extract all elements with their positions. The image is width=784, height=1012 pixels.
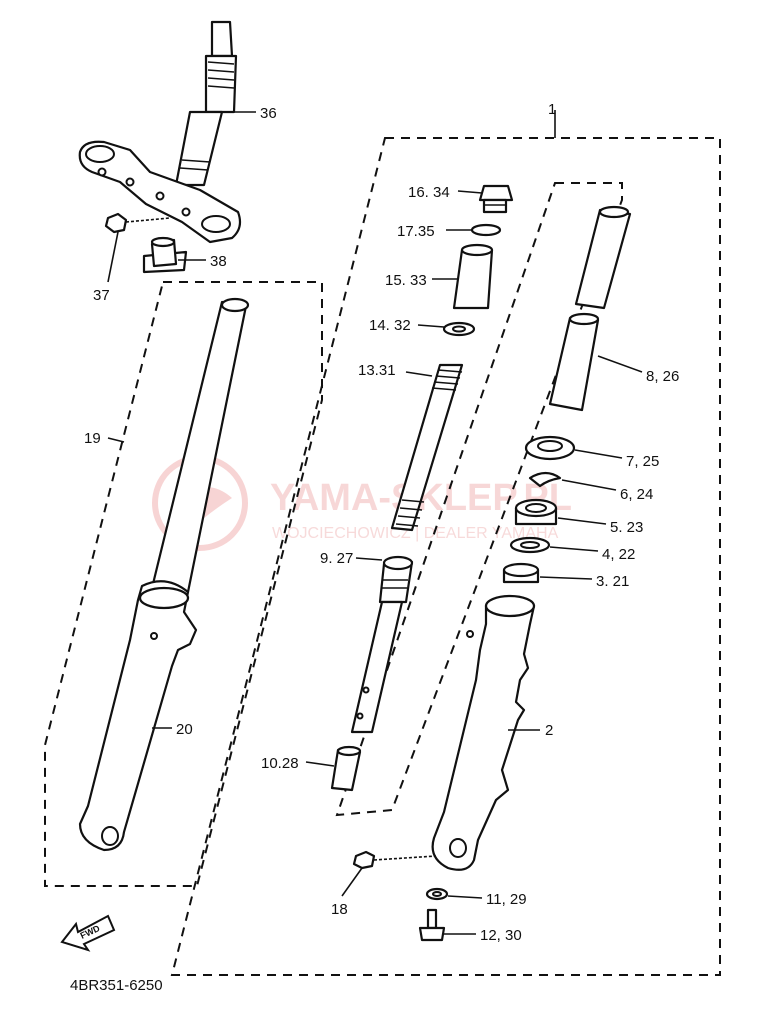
part-label-8: 8, 26 — [646, 368, 679, 385]
oil-lock-piece-part-10 — [330, 745, 362, 792]
watermark: YAMA-SKLEP.PL WOJCIECHOWICZ | DEALER YAM… — [152, 455, 572, 551]
part-label-38: 38 — [210, 253, 227, 270]
washer-part-11 — [425, 887, 449, 901]
part-label-15: 15. 33 — [385, 272, 427, 289]
leader-line-8 — [597, 355, 643, 373]
cap-bolt-part-16 — [478, 184, 514, 214]
leader-line-14 — [417, 324, 445, 328]
part-label-14: 14. 32 — [369, 317, 411, 334]
damper-rod-part-9 — [350, 555, 414, 734]
part-label-9: 9. 27 — [320, 550, 353, 567]
leader-line-7 — [574, 449, 623, 459]
o-ring-part-17 — [470, 223, 502, 237]
leader-line-18 — [341, 867, 363, 897]
drain-bolt-part-12 — [418, 908, 446, 942]
steering-stem-part-36 — [78, 20, 242, 244]
leader-line-10 — [305, 761, 335, 767]
bolt-part-37 — [104, 212, 171, 234]
leader-line-9 — [355, 557, 383, 561]
watermark-subtitle: WOJCIECHOWICZ | DEALER YAMAHA — [272, 525, 559, 542]
leader-line-6 — [561, 479, 617, 491]
part-label-37: 37 — [93, 287, 110, 304]
part-label-13: 13.31 — [358, 362, 396, 379]
leader-line-5 — [557, 517, 607, 525]
leader-line-13 — [405, 371, 433, 377]
oil-seal-part-5 — [514, 498, 558, 526]
retaining-clip-part-6 — [528, 471, 562, 488]
part-label-17: 17.35 — [397, 223, 435, 240]
forward-arrow-icon: FWD — [60, 914, 116, 952]
part-label-16: 16. 34 — [408, 184, 450, 201]
washer-part-14 — [442, 321, 476, 337]
fork-spring-part-13 — [390, 363, 464, 532]
part-label-11: 11, 29 — [486, 891, 527, 908]
bushing-part-3 — [502, 562, 540, 584]
dust-seal-part-7 — [524, 435, 576, 461]
part-label-36: 36 — [260, 105, 277, 122]
part-label-19: 19 — [84, 430, 101, 447]
part-label-10: 10.28 — [261, 755, 299, 772]
cap-part-38 — [142, 236, 188, 274]
washer-part-4 — [509, 536, 551, 554]
leader-line-11 — [447, 895, 483, 899]
leader-line-37 — [107, 231, 119, 283]
part-label-6: 6, 24 — [620, 486, 653, 503]
inner-tube-part-8 — [548, 205, 632, 412]
part-label-4: 4, 22 — [602, 546, 635, 563]
assembly-1-boundary — [170, 137, 721, 976]
leader-line-4 — [549, 546, 599, 552]
part-label-1: 1 — [548, 101, 556, 118]
part-label-18: 18 — [331, 901, 348, 918]
part-label-12: 12, 30 — [480, 927, 522, 944]
leader-line-3 — [539, 576, 593, 580]
outer-tube-part-2 — [431, 594, 536, 871]
part-label-2: 2 — [545, 722, 553, 739]
leader-line-16 — [457, 190, 483, 194]
part-label-7: 7, 25 — [626, 453, 659, 470]
leader-line-19 — [107, 437, 125, 443]
part-label-3: 3. 21 — [596, 573, 629, 590]
diagram-code: 4BR351-6250 — [70, 977, 163, 994]
spacer-part-15 — [452, 243, 494, 310]
bolt-part-18 — [352, 850, 437, 870]
part-label-20: 20 — [176, 721, 193, 738]
left-fork-outer-tube-part-20 — [78, 580, 198, 852]
part-label-5: 5. 23 — [610, 519, 643, 536]
